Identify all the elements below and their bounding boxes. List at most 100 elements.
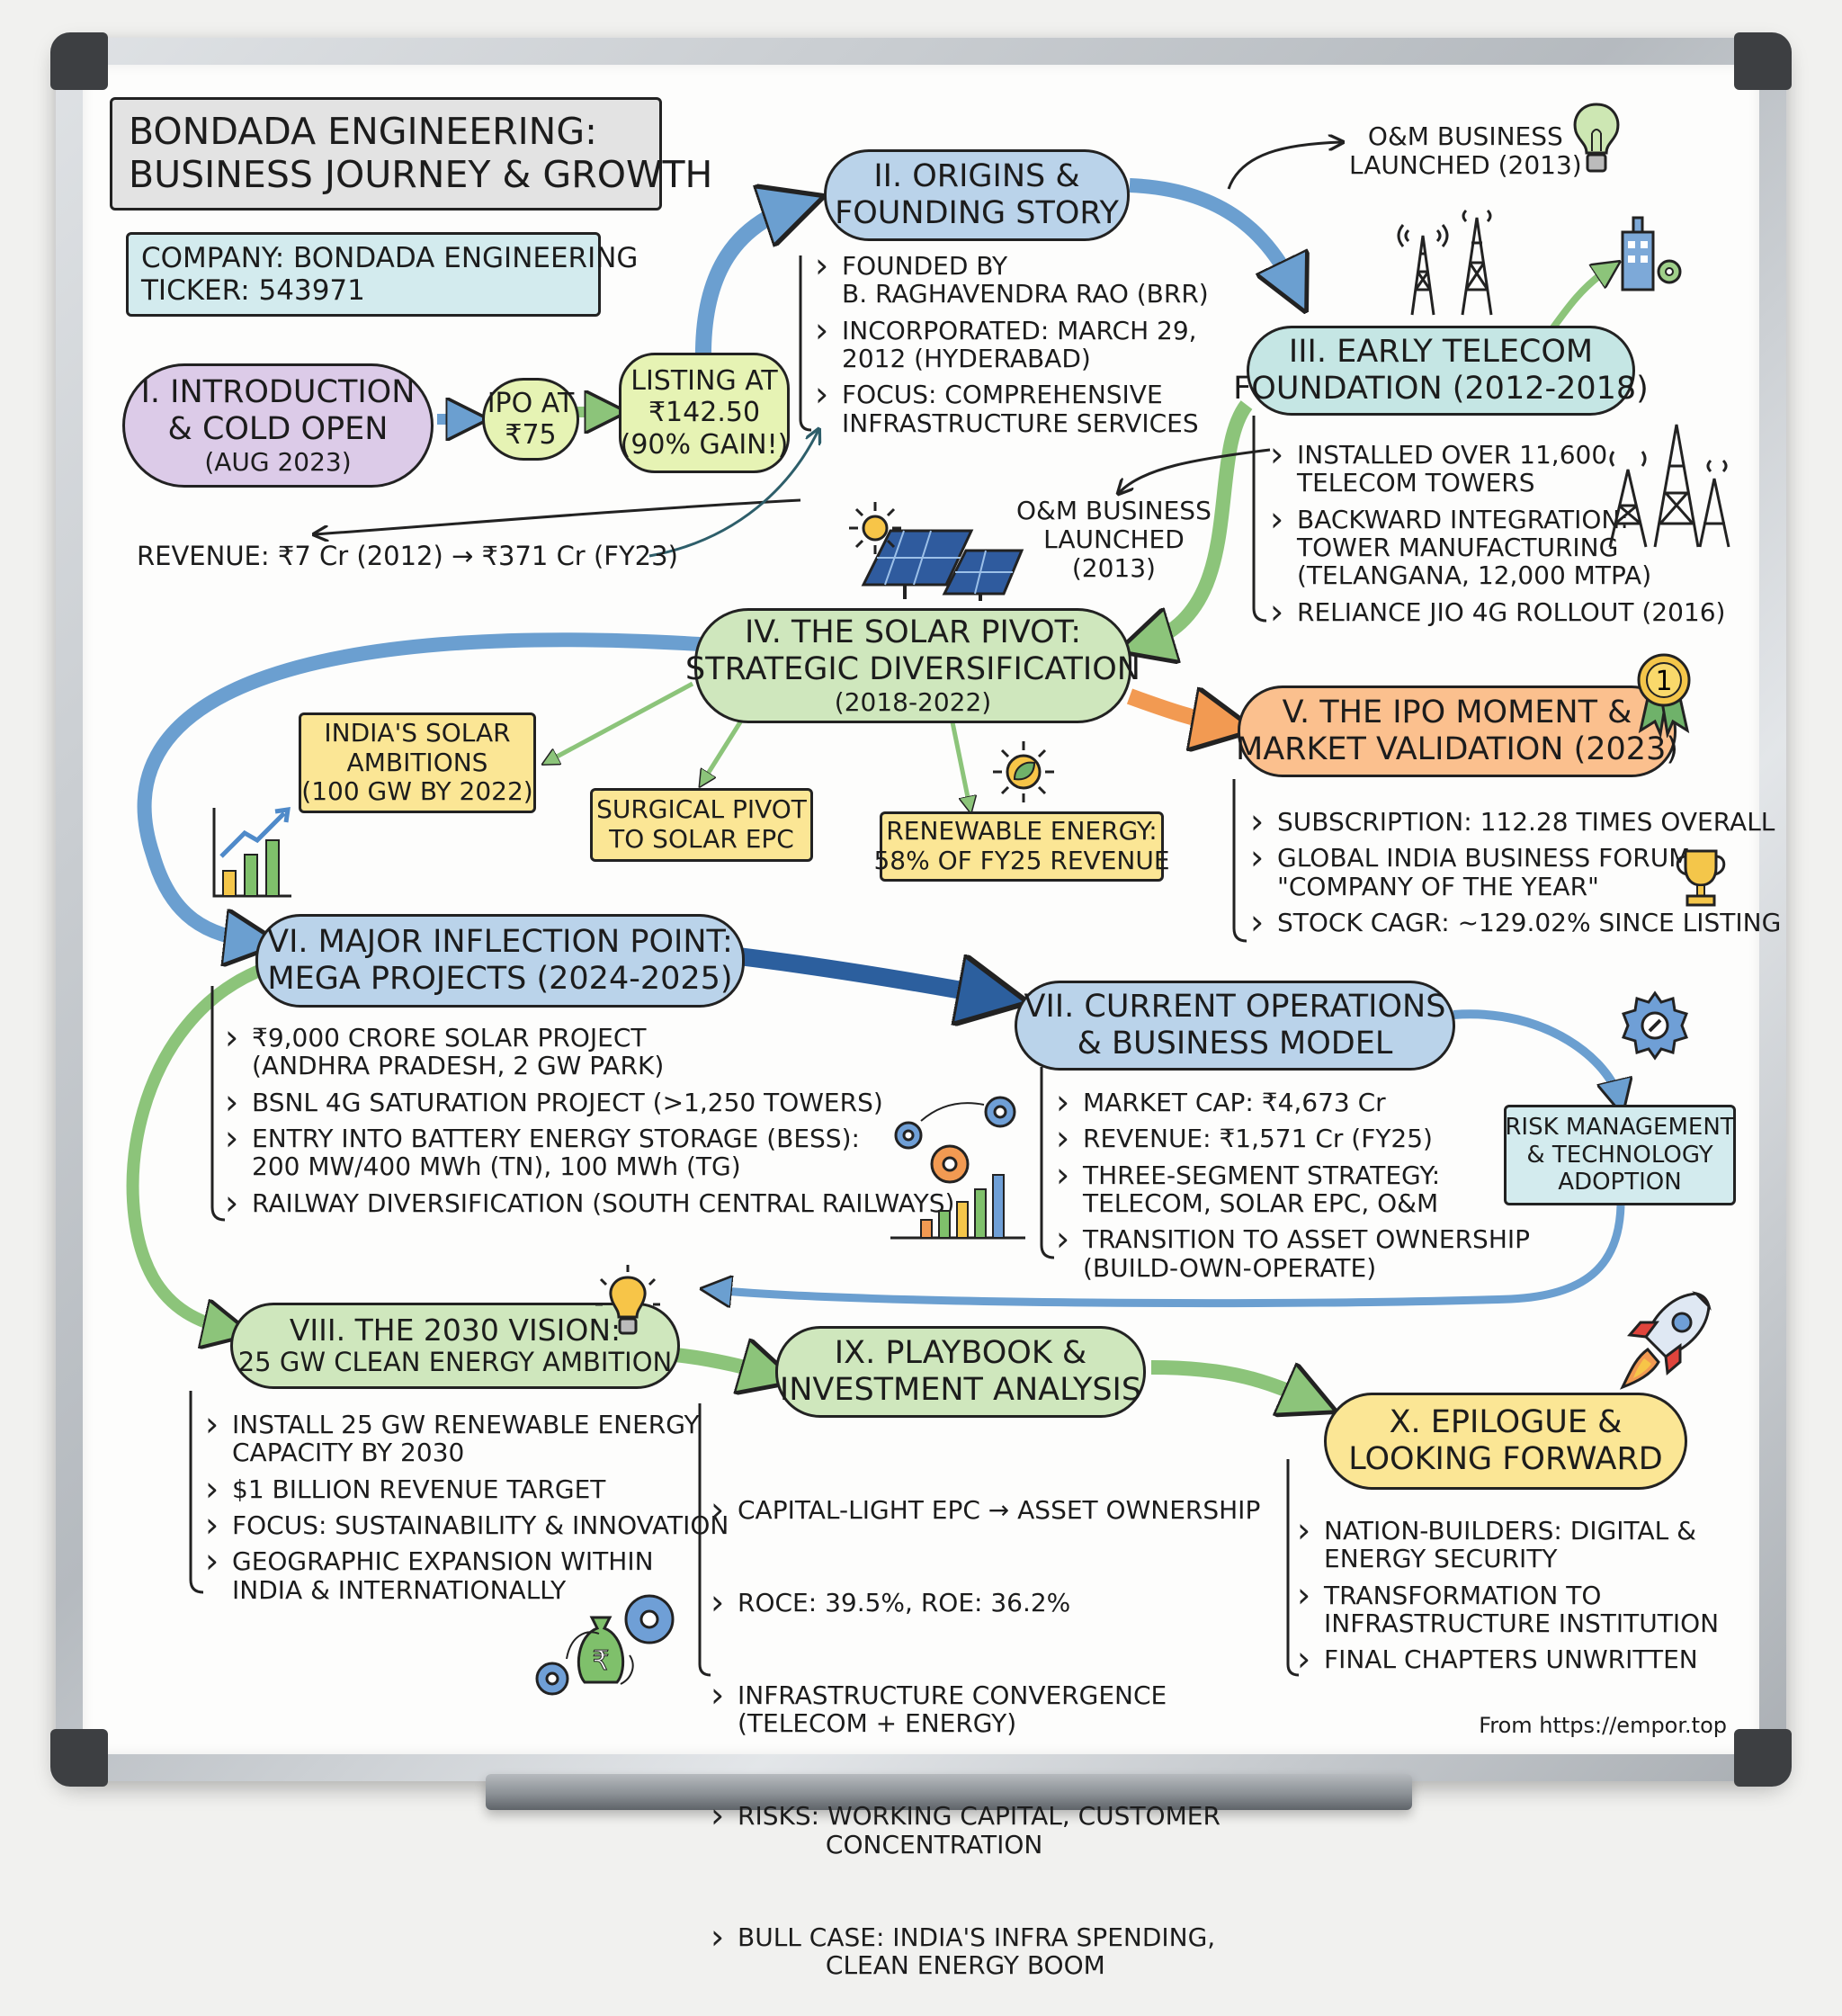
list-item: STOCK CAGR: ~129.02% SINCE LISTING — [1247, 903, 1781, 942]
lightbulb-icon — [595, 1265, 660, 1335]
rocket-icon — [1619, 1291, 1712, 1390]
section-ipo-moment: V. THE IPO MOMENT & MARKET VALIDATION (2… — [1236, 685, 1678, 777]
title-line-2: BUSINESS JOURNEY & GROWTH — [129, 153, 713, 196]
section-date: (AUG 2023) — [204, 446, 352, 477]
list-item: REVENUE: ₹1,571 Cr (FY25) — [1052, 1119, 1530, 1158]
medal-icon: 1 — [1637, 653, 1691, 738]
revenue-growth-note: REVENUE: ₹7 Cr (2012) → ₹371 Cr (FY23) — [137, 541, 678, 571]
section-date: (2018-2022) — [834, 686, 992, 717]
ipo-price-bubble: IPO AT ₹75 — [482, 378, 579, 461]
lightbulb-icon — [1573, 103, 1620, 173]
list-item: RISKS: WORKING CAPITAL, CUSTOMER CONCENT… — [707, 1796, 1260, 1859]
source-credit: From https://empor.top — [1479, 1713, 1727, 1738]
telecom-tower-icon — [1608, 424, 1730, 548]
section-title: & BUSINESS MODEL — [1077, 1026, 1393, 1062]
section-title: I. INTRODUCTION — [140, 373, 416, 410]
page-title: BONDADA ENGINEERING: BUSINESS JOURNEY & … — [110, 97, 712, 211]
origins-bullets: FOUNDED BYB. RAGHAVENDRA RAO (BRR) INCOR… — [811, 246, 1209, 445]
list-item: MARKET CAP: ₹4,673 Cr — [1052, 1083, 1530, 1122]
listing-price-bubble: LISTING AT ₹142.50 (90% GAIN!) — [619, 353, 790, 473]
frame-corner — [50, 32, 108, 90]
ipo-bullets: SUBSCRIPTION: 112.28 TIMES OVERALL GLOBA… — [1247, 802, 1781, 945]
list-item: INCORPORATED: MARCH 29,2012 (HYDERABAD) — [811, 311, 1209, 373]
section-title: 25 GW CLEAN ENERGY AMBITION — [237, 1347, 673, 1378]
section-title: MARKET VALIDATION (2023) — [1236, 731, 1678, 767]
section-2030-vision: VIII. THE 2030 VISION: 25 GW CLEAN ENERG… — [230, 1303, 680, 1389]
epilogue-bullets: NATION-BUILDERS: DIGITAL &ENERGY SECURIT… — [1293, 1511, 1719, 1682]
list-item: FINAL CHAPTERS UNWRITTEN — [1293, 1640, 1719, 1679]
section-title: FOUNDATION (2012-2018) — [1233, 371, 1649, 407]
listing-label: LISTING AT — [630, 365, 778, 398]
list-item: RELIANCE JIO 4G ROLLOUT (2016) — [1266, 593, 1725, 632]
section-current-operations: VII. CURRENT OPERATIONS & BUSINESS MODEL — [1015, 981, 1455, 1071]
listing-gain: (90% GAIN!) — [620, 428, 789, 461]
telecom-tower-icon — [1397, 209, 1493, 316]
section-title: VI. MAJOR INFLECTION POINT: — [267, 924, 733, 961]
section-title: INVESTMENT ANALYSIS — [779, 1372, 1142, 1408]
rupee-symbol: ₹ — [592, 1645, 609, 1677]
section-title: X. EPILOGUE & — [1389, 1404, 1623, 1441]
frame-corner — [1734, 1729, 1792, 1787]
ipo-label: IPO AT — [487, 387, 575, 419]
list-item: ₹9,000 CRORE SOLAR PROJECT(ANDHRA PRADES… — [221, 1018, 954, 1080]
list-item: INFRASTRUCTURE CONVERGENCE(TELECOM + ENE… — [707, 1676, 1260, 1738]
ticker: TICKER: 543971 — [141, 274, 365, 307]
mega-bullets: ₹9,000 CRORE SOLAR PROJECT(ANDHRA PRADES… — [221, 1018, 954, 1225]
list-item: BULL CASE: INDIA'S INFRA SPENDING, CLEAN… — [707, 1918, 1260, 1980]
frame-corner — [1734, 32, 1792, 90]
list-item: ROCE: 39.5%, ROE: 36.2% — [707, 1583, 1260, 1622]
operations-bullets: MARKET CAP: ₹4,673 Cr REVENUE: ₹1,571 Cr… — [1052, 1083, 1530, 1290]
list-item: GLOBAL INDIA BUSINESS FORUM:"COMPANY OF … — [1247, 838, 1781, 900]
section-title: STRATEGIC DIVERSIFICATION — [685, 650, 1140, 687]
renewable-share-box: RENEWABLE ENERGY:58% OF FY25 REVENUE — [873, 811, 1170, 882]
list-item: TRANSITION TO ASSET OWNERSHIP(BUILD-OWN-… — [1052, 1220, 1530, 1282]
section-introduction: I. INTRODUCTION & COLD OPEN (AUG 2023) — [122, 363, 434, 488]
section-title: III. EARLY TELECOM — [1288, 334, 1594, 371]
section-title: & COLD OPEN — [167, 410, 389, 447]
section-mega-projects: VI. MAJOR INFLECTION POINT: MEGA PROJECT… — [255, 914, 745, 1008]
section-epilogue: X. EPILOGUE & LOOKING FORWARD — [1324, 1393, 1687, 1490]
list-item: RAILWAY DIVERSIFICATION (SOUTH CENTRAL R… — [221, 1184, 954, 1223]
section-title: MEGA PROJECTS (2024-2025) — [267, 961, 733, 997]
section-playbook: IX. PLAYBOOK & INVESTMENT ANALYSIS — [775, 1326, 1146, 1418]
section-title: VII. CURRENT OPERATIONS — [1024, 989, 1446, 1026]
list-item: FOUNDED BYB. RAGHAVENDRA RAO (BRR) — [811, 246, 1209, 309]
list-item: CAPITAL-LIGHT EPC → ASSET OWNERSHIP — [707, 1491, 1260, 1529]
listing-price: ₹142.50 — [648, 397, 761, 429]
frame-corner — [50, 1729, 108, 1787]
section-origins: II. ORIGINS & FOUNDING STORY — [824, 149, 1130, 241]
ipo-price: ₹75 — [505, 419, 557, 451]
section-title: IX. PLAYBOOK & — [834, 1335, 1087, 1372]
list-item: ENTRY INTO BATTERY ENERGY STORAGE (BESS)… — [221, 1119, 954, 1181]
leaf-sun-icon — [993, 741, 1054, 802]
section-title: II. ORIGINS & — [873, 158, 1080, 195]
list-item: THREE-SEGMENT STRATEGY:TELECOM, SOLAR EP… — [1052, 1156, 1530, 1218]
list-item: BSNL 4G SATURATION PROJECT (>1,250 TOWER… — [221, 1083, 954, 1122]
section-title: LOOKING FORWARD — [1348, 1441, 1663, 1477]
building-gear-icon — [1621, 216, 1682, 291]
list-item: $1 BILLION REVENUE TARGET — [201, 1470, 729, 1509]
trophy-icon — [1676, 849, 1726, 907]
company-name: COMPANY: BONDADA ENGINEERING — [141, 241, 639, 274]
section-title: VIII. THE 2030 VISION: — [289, 1312, 621, 1348]
gears-chart-icon — [890, 1096, 1025, 1240]
section-title: FOUNDING STORY — [835, 195, 1119, 231]
medal-number: 1 — [1655, 666, 1672, 697]
section-solar-pivot: IV. THE SOLAR PIVOT: STRATEGIC DIVERSIFI… — [685, 608, 1140, 723]
list-item: SUBSCRIPTION: 112.28 TIMES OVERALL — [1247, 802, 1781, 841]
section-early-telecom: III. EARLY TELECOM FOUNDATION (2012-2018… — [1233, 326, 1649, 416]
bar-chart-icon — [212, 807, 291, 898]
title-line-1: BONDADA ENGINEERING: — [129, 110, 597, 154]
list-item: BACKWARD INTEGRATION:TOWER MANUFACTURING… — [1266, 500, 1725, 590]
